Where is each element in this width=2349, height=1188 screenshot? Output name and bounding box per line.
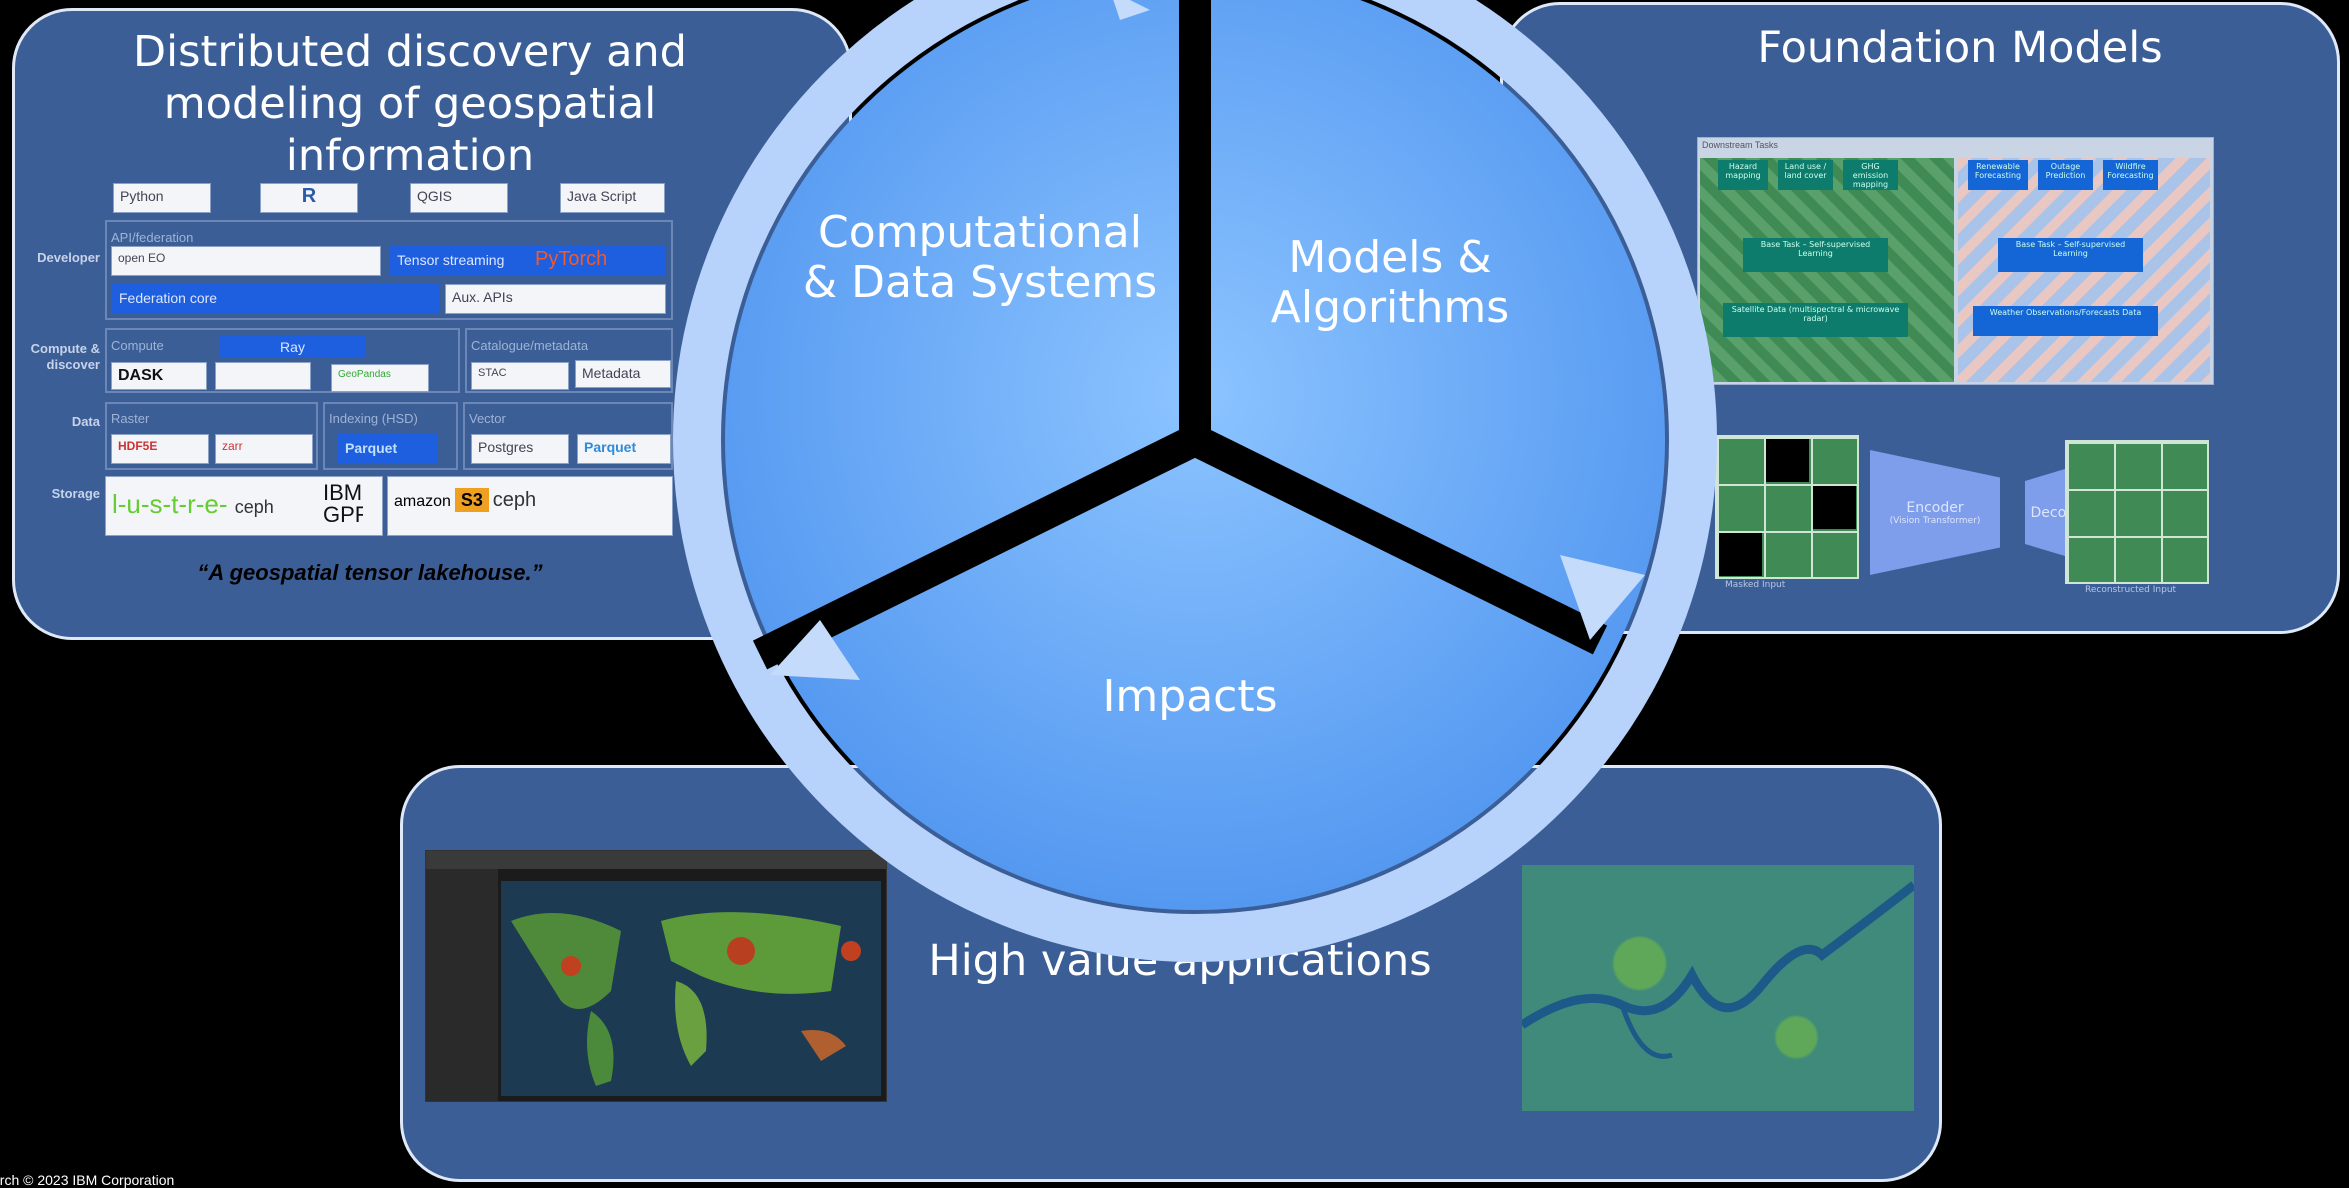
app-sidebar (426, 869, 498, 1101)
api-federation-frame (105, 220, 673, 320)
reconstructed-tiles (2065, 440, 2209, 584)
river-satellite-image (1519, 865, 1917, 1111)
r-badge: R (260, 183, 358, 213)
row-label-compute: Compute & discover (30, 341, 100, 372)
arrowhead-right (1560, 555, 1645, 640)
lustre-badge: l-u-s-t-r-e- ceph (105, 476, 383, 536)
foundation-models-title: Foundation Models (1757, 23, 2163, 73)
lustre-logo: l-u-s-t-r-e- (112, 489, 228, 519)
raster-frame (105, 402, 318, 470)
vector-frame (463, 402, 673, 470)
parquet-index-badge: Parquet (337, 434, 437, 464)
global-map-app-screenshot (425, 850, 887, 1102)
s3-logo: S3 (454, 488, 489, 512)
task-hazard: Hazard mapping (1718, 160, 1768, 190)
masked-autoencoder-diagram: Masked Input Encoder (Vision Transformer… (1710, 430, 2210, 600)
javascript-badge: Java Script (560, 183, 665, 213)
river-graphic (1519, 881, 1917, 1059)
zarr-badge: zarr (215, 434, 313, 464)
ray-badge: Ray (220, 336, 365, 358)
compute-frame (105, 328, 460, 393)
app-toolbar (426, 851, 886, 869)
indexing-label: Indexing (HSD) (329, 411, 418, 426)
mask-block (1813, 486, 1856, 529)
mask-block (1766, 439, 1809, 482)
raster-label: Raster (111, 411, 150, 426)
api-federation-label: API/federation (111, 230, 194, 245)
aux-apis-box: Aux. APIs (445, 284, 666, 314)
catalogue-label: Catalogue/metadata (471, 338, 589, 353)
dask-badge: DASK (111, 362, 207, 390)
compute-label: Compute (111, 338, 164, 353)
geopandas-badge: GeoPandas (331, 364, 429, 392)
federation-core-box: Federation core (111, 284, 439, 314)
task-landuse: Land use / land cover (1778, 160, 1833, 190)
downstream-tasks-label: Downstream Tasks (1702, 140, 1778, 150)
amazon-logo: amazon (394, 493, 451, 510)
masked-input-tiles (1715, 435, 1859, 579)
world-map (501, 881, 881, 1096)
satellite-data-box: Satellite Data (multispectral & microwav… (1723, 303, 1908, 337)
parquet-vector-badge: Parquet (577, 434, 671, 464)
ibm-gpfs-badge: IBMGPFS (323, 478, 363, 534)
reconstructed-label: Reconstructed Input (2085, 585, 2177, 595)
metadata-box: Metadata (575, 360, 671, 388)
discovery-panel-title: Distributed discovery and modeling of ge… (133, 27, 687, 181)
catalogue-frame (465, 328, 673, 393)
task-wildfire: Wildfire Forecasting (2103, 160, 2158, 190)
divider-left (752, 425, 1203, 670)
tool-badge (215, 362, 311, 390)
vector-label: Vector (469, 411, 506, 426)
ceph-logo-1: ceph (234, 497, 274, 517)
lakehouse-stack: Developer Compute & discover Data Storag… (25, 178, 675, 543)
encoder-label: Encoder (1906, 499, 1964, 516)
arrowhead-left (770, 620, 860, 680)
encoder-sublabel: (Vision Transformer) (1889, 515, 1981, 526)
indexing-frame (323, 402, 458, 470)
ibm-logo: IBM (323, 480, 363, 505)
python-badge: Python (113, 183, 211, 213)
mask-block (1719, 533, 1762, 576)
postgres-badge: Postgres (471, 434, 569, 464)
base-task-right: Base Task – Self-supervised Learning (1998, 238, 2143, 272)
gpfs-label: GPFS (323, 502, 363, 527)
qgis-badge: QGIS (410, 183, 508, 213)
ceph-logo-2: ceph (492, 489, 537, 511)
task-renewable: Renewable Forecasting (1968, 160, 2028, 190)
row-label-data: Data (71, 414, 100, 429)
segment-impacts: Impacts (1102, 671, 1278, 722)
task-outage: Outage Prediction (2038, 160, 2093, 190)
world-map-graphic (511, 912, 861, 1086)
base-task-left: Base Task – Self-supervised Learning (1743, 238, 1888, 272)
arrowhead-top (1113, 0, 1150, 20)
masked-input-label: Masked Input (1725, 580, 1786, 590)
divider-right (1187, 425, 1608, 655)
task-ghg: GHG emission mapping (1843, 160, 1898, 190)
object-storage-badge: amazon S3 ceph (387, 476, 673, 536)
row-label-developer: Developer (37, 250, 100, 265)
tensor-streaming-box: Tensor streaming (389, 246, 529, 276)
segment-computational: Computational & Data Systems (802, 207, 1158, 308)
tensor-store-badge: HDF5E (111, 434, 209, 464)
copyright-footer: arch © 2023 IBM Corporation (0, 1172, 175, 1188)
segment-models: Models & Algorithms (1270, 232, 1510, 333)
lakehouse-quote: “A geospatial tensor lakehouse.” (197, 560, 543, 585)
pytorch-badge: PyTorch (529, 246, 666, 276)
weather-data-box: Weather Observations/Forecasts Data (1973, 306, 2158, 336)
foundation-model-diagram: Downstream Tasks Hazard mapping Land use… (1697, 137, 2214, 385)
cycle-ring (673, 0, 1717, 962)
stac-badge: STAC (471, 362, 569, 390)
openeo-badge: open EO (111, 246, 381, 276)
row-label-storage: Storage (51, 486, 100, 501)
